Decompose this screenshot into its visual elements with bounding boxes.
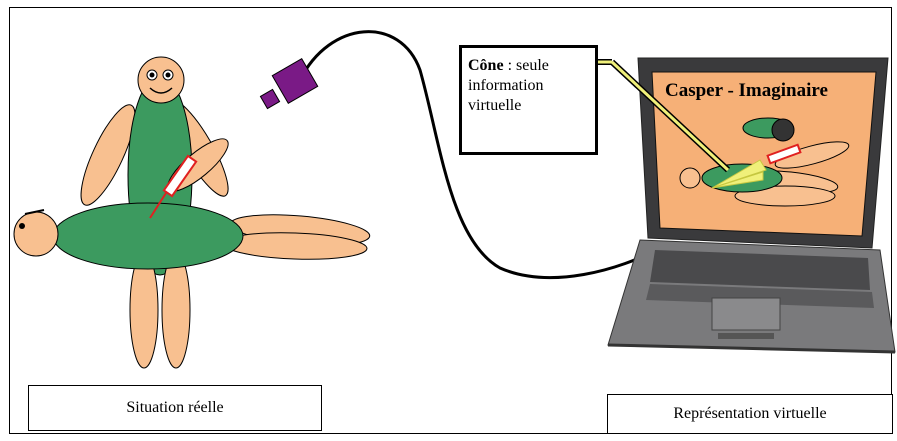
rescuer-figure: [80, 56, 229, 369]
callout-term: Cône: [468, 57, 504, 74]
syringe-icon: [149, 154, 198, 219]
figure-frame: [9, 7, 892, 434]
caption-virtual-representation: Représentation virtuelle: [607, 394, 893, 434]
cone-callout: Cône : seule information virtuelle: [459, 45, 598, 155]
callout-leader: [598, 59, 731, 173]
cable: [298, 30, 661, 280]
camera-icon: [259, 57, 319, 110]
caption-real-situation: Situation réelle: [28, 385, 322, 431]
callout-text: : seule information virtuelle: [468, 57, 549, 114]
virtual-scene: [679, 117, 850, 207]
victim-figure: [13, 202, 371, 270]
screen-title: Casper - Imaginaire: [665, 80, 828, 101]
laptop-icon: [607, 57, 896, 354]
